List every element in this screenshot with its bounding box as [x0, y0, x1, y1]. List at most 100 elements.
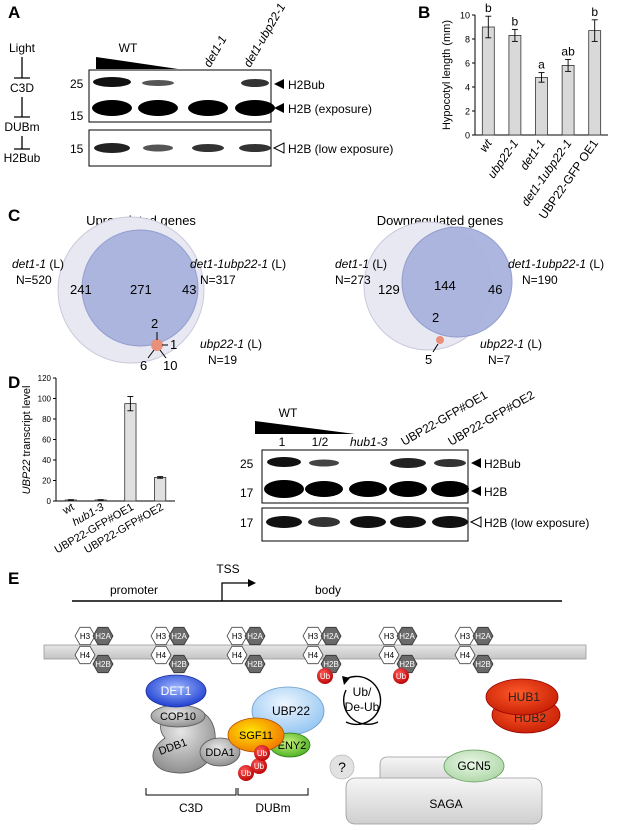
- saga-label: SAGA: [429, 797, 462, 811]
- chart-b-ytick-label: 10: [460, 11, 470, 21]
- eny2-label: ENY2: [278, 740, 307, 752]
- venn-down-det1ubp-circle: [401, 226, 513, 338]
- venn-up-abc: 2: [151, 316, 158, 331]
- venn-up-bc: 1: [170, 337, 177, 352]
- venn-up-line-c: [159, 349, 167, 359]
- venn-down-only-a: 129: [378, 282, 400, 297]
- chart-d-ytick-label: 120: [38, 374, 52, 383]
- venn-down-a-label: det1-1 (L): [335, 257, 387, 271]
- chart-d-bar: [124, 403, 137, 502]
- nucleosome-h3-hexagon: [226, 626, 248, 646]
- nucleosome-h4-label: H4: [384, 651, 395, 660]
- blot-d-bottom-bands: [266, 516, 468, 528]
- lane-det1ubp: det1-ubp22-1: [240, 1, 288, 70]
- inhibit-arrow-2: [14, 97, 30, 118]
- pathway-dubm: DUBm: [4, 120, 39, 134]
- venn-up-only-a: 241: [70, 282, 92, 297]
- venn-up-ab: 271: [130, 282, 152, 297]
- saga-shape: [345, 777, 543, 825]
- nucleosome-h3-hexagon: [454, 626, 476, 646]
- c3d-bracket: [145, 788, 237, 796]
- venn-down-ab: 144: [434, 278, 456, 293]
- band-h2b-low: H2B (low exposure): [288, 142, 393, 156]
- nucleosome-h4-hexagon: [378, 645, 400, 665]
- venn-down-only-b: 46: [488, 282, 502, 297]
- nucleosome-h3-label: H3: [80, 632, 91, 641]
- chart-d-bar: [154, 477, 167, 502]
- pathway-light: Light: [9, 41, 36, 55]
- venn-down-only-c: 5: [425, 352, 432, 367]
- venn-up-only-b: 43: [182, 282, 196, 297]
- venn-up-ac: 6: [140, 358, 147, 373]
- venn-up-b-label: det1-1ubp22-1 (L): [190, 257, 286, 271]
- pathway-c3d: C3D: [10, 81, 34, 95]
- chart-b-ytick-label: 8: [465, 35, 470, 45]
- blot-d-top-bands: [264, 457, 469, 498]
- nucleosome-h2a-hexagon: [472, 626, 494, 646]
- nucleosome-h2b-label: H2B: [399, 660, 415, 669]
- nucleosome-h3-hexagon: [378, 626, 400, 646]
- venn-down-abc: 2: [432, 310, 439, 325]
- nucleosome-h2b-hexagon: [244, 654, 266, 674]
- nucleosome-h3-hexagon: [302, 626, 324, 646]
- hub1-shape: [485, 678, 559, 716]
- chart-b-letter: ab: [561, 44, 575, 58]
- blot-d-arrow-h2b-low: [469, 516, 482, 528]
- ubp22-label: UBP22: [272, 704, 310, 718]
- panel-d: D UBP22 transcript level 020406080100120…: [8, 373, 589, 556]
- nucleosome-h2b-label: H2B: [95, 660, 111, 669]
- marker-25: 25: [70, 77, 84, 91]
- venn-up-c-n: N=19: [208, 353, 237, 367]
- nucleosome-h2b-label: H2B: [171, 660, 187, 669]
- gcn5-shape: [443, 749, 505, 783]
- venn-up-c-label: ubp22-1 (L): [200, 337, 262, 351]
- venn-up-a-n: N=520: [16, 273, 52, 287]
- sgf11-label: SGF11: [239, 730, 273, 742]
- ub-sgf-2: [251, 758, 267, 774]
- venn-up-ubp-circle: [151, 339, 163, 351]
- pathway-h2bub: H2Bub: [4, 151, 41, 165]
- question-shape: [329, 754, 355, 780]
- chart-b-letter: b: [591, 5, 598, 19]
- venn-down-line-c: [432, 343, 439, 353]
- cop10-label: COP10: [160, 711, 196, 723]
- tss-arrowhead: [248, 579, 256, 587]
- ub-nuc4-label: Ub: [320, 672, 331, 681]
- ub-sgf-3: [254, 745, 270, 761]
- cycle-deub: De-Ub: [345, 700, 380, 714]
- chart-d-ylabel: UBP22 transcript level: [21, 386, 33, 495]
- arrow-h2b-exp: [274, 103, 284, 113]
- venn-down-b-n: N=190: [522, 273, 558, 287]
- nucleosome-h3-label: H3: [308, 632, 319, 641]
- nucleosome-h2a-label: H2A: [323, 632, 339, 641]
- nucleosome-h2a-label: H2A: [171, 632, 187, 641]
- nucleosome-h2a-label: H2A: [95, 632, 111, 641]
- blot-d-h2b: H2B: [484, 485, 507, 499]
- body-label: body: [315, 583, 341, 597]
- nucleosome-h2b-hexagon: [92, 654, 114, 674]
- nucleosome-h4-label: H4: [232, 651, 243, 660]
- nucleosome-h4-label: H4: [80, 651, 91, 660]
- dubm-bracket: [237, 788, 309, 796]
- dda1-shape: [199, 737, 241, 767]
- dda1-label: DDA1: [205, 747, 234, 759]
- nucleosome-h3-hexagon: [150, 626, 172, 646]
- venn-down-ubp-circle: [436, 336, 444, 344]
- blot-a-bottom-bands: [94, 143, 271, 153]
- band-h2bub: H2Bub: [288, 78, 325, 92]
- chart-d-ytick-label: 60: [42, 436, 51, 445]
- marker-15a: 15: [70, 109, 84, 123]
- nucleosome-h4-hexagon: [74, 645, 96, 665]
- cycle-arrowhead-1: [342, 676, 350, 685]
- chart-b-ytick-label: 0: [465, 131, 470, 141]
- blot-d-hub: hub1-3: [350, 435, 388, 449]
- blot-d-lane1: 1: [279, 435, 286, 449]
- chart-b-bar: [535, 77, 548, 136]
- lane-det1: det1-1: [200, 33, 229, 69]
- nucleosome-h4-hexagon: [150, 645, 172, 665]
- blot-d-arrow-h2bub: [471, 458, 481, 468]
- dilution-wedge: [96, 57, 178, 69]
